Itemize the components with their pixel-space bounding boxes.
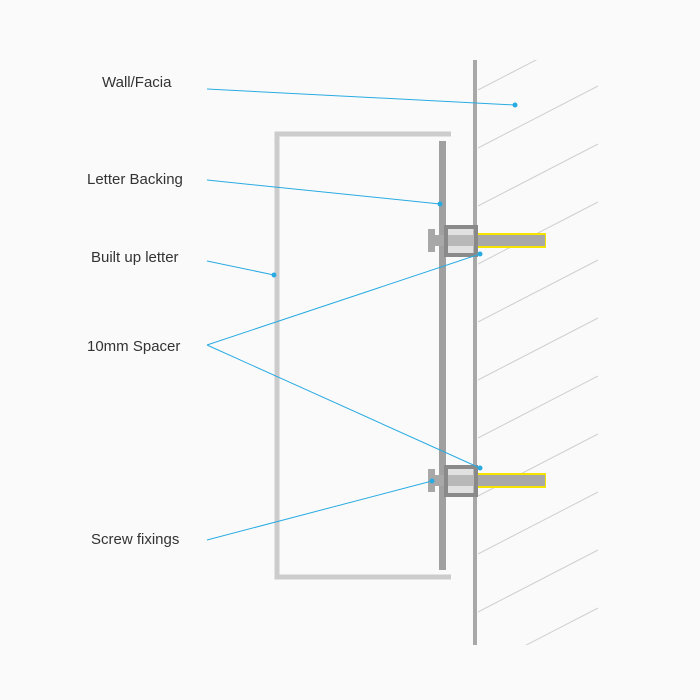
fixing-bottom	[428, 465, 546, 497]
label-screw-fixings: Screw fixings	[91, 531, 180, 548]
leader-lines	[206, 88, 518, 541]
label-built-up-letter: Built up letter	[91, 249, 179, 266]
fixing-top	[428, 225, 546, 257]
wall-hatching	[478, 60, 598, 700]
hatch-line	[478, 666, 598, 700]
hatch-line	[478, 317, 598, 381]
hatch-line	[478, 143, 598, 207]
hatch-line	[478, 491, 598, 555]
hatch-line	[525, 607, 598, 645]
hatch-line	[478, 85, 598, 149]
label-wall-facia: Wall/Facia	[102, 74, 172, 91]
hatch-line	[478, 375, 598, 439]
hatch-line	[478, 259, 598, 323]
hatch-line	[478, 549, 598, 613]
hatch-line	[478, 60, 538, 91]
built-up-letter	[274, 131, 451, 580]
label-spacer: 10mm Spacer	[87, 338, 181, 355]
label-letter-backing: Letter Backing	[87, 171, 183, 188]
letter-backing	[439, 141, 446, 570]
